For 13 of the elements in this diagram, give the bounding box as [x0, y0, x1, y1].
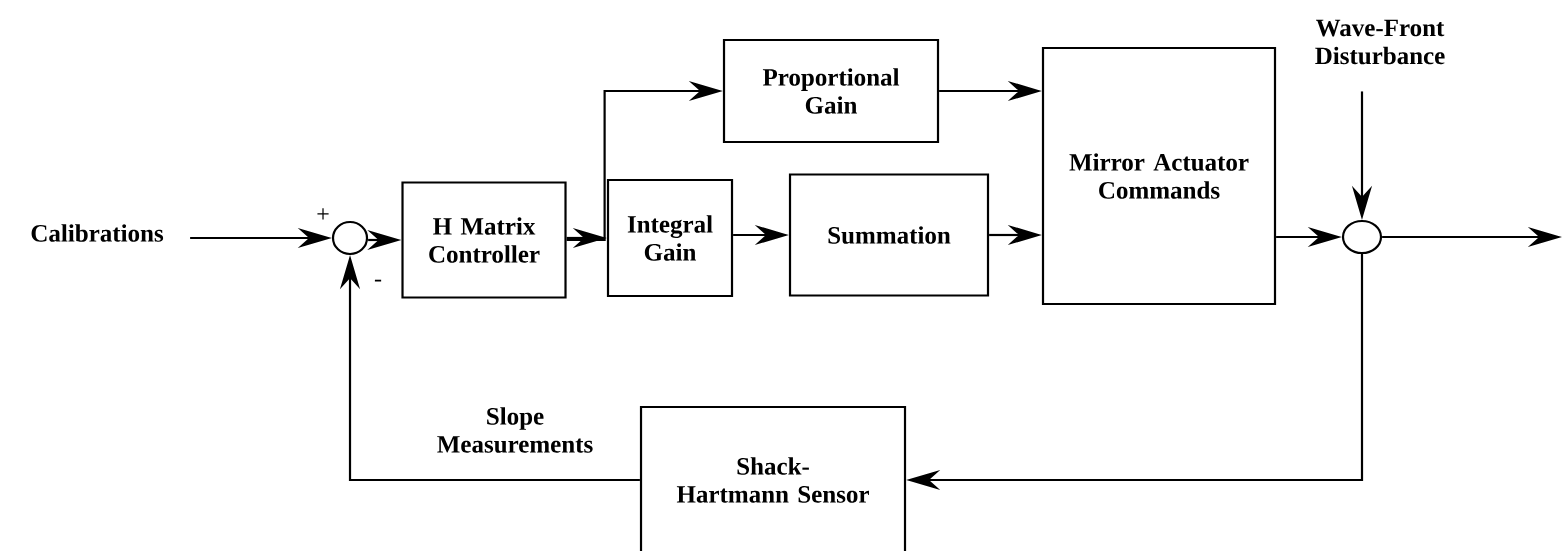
summing-junction	[331, 220, 369, 256]
edge-label: Slope Measurements	[433, 405, 597, 455]
process-box: H Matrix Controller	[401, 181, 567, 299]
process-box: Summation	[788, 173, 990, 297]
signal-label: Calibrations	[31, 224, 164, 242]
sign-label: -	[374, 279, 382, 282]
process-box: Proportional Gain	[722, 38, 940, 144]
summing-junction	[1341, 219, 1383, 255]
sign-label: +	[317, 208, 329, 220]
process-box: Mirror Actuator Commands	[1041, 46, 1277, 306]
signal-label: Wave-Front Disturbance	[1315, 19, 1445, 65]
process-box: Integral Gain	[606, 178, 734, 298]
process-box: Shack- Hartmann Sensor	[639, 405, 907, 551]
